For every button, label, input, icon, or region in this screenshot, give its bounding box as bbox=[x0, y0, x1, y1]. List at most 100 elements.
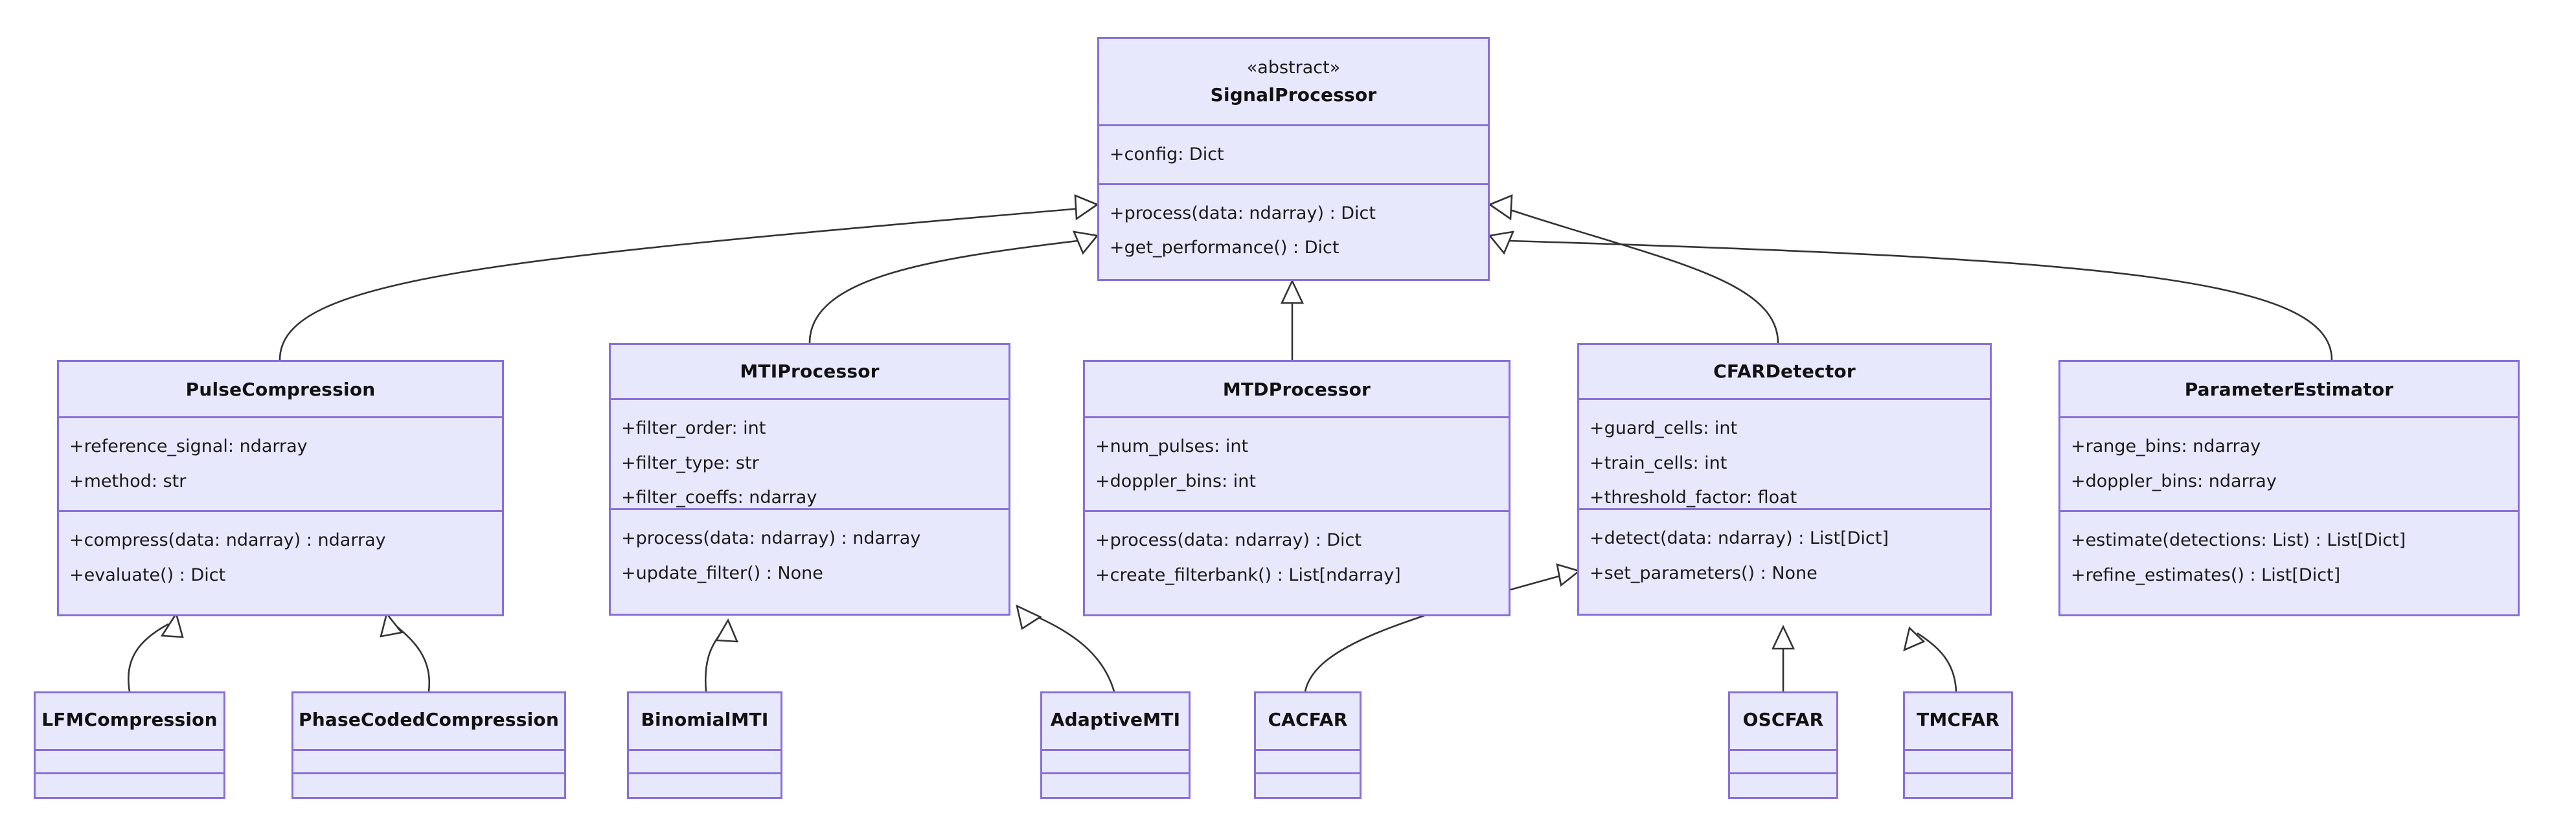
class-box-mtiprocessor[interactable]: MTIProcessor +filter_order: int +filter_… bbox=[609, 343, 1010, 616]
class-box-cacfar[interactable]: CACFAR bbox=[1254, 691, 1362, 799]
class-title-compartment: ParameterEstimator bbox=[2060, 362, 2518, 416]
class-attributes-compartment: +num_pulses: int +doppler_bins: int bbox=[1085, 416, 1509, 510]
class-attributes-compartment bbox=[1042, 749, 1189, 772]
class-methods-compartment: +process(data: ndarray) : Dict +get_perf… bbox=[1099, 183, 1488, 279]
class-name: BinomialMTI bbox=[641, 709, 769, 730]
class-name: TMCFAR bbox=[1917, 709, 2000, 730]
class-attribute: +doppler_bins: ndarray bbox=[2071, 471, 2277, 491]
class-methods-compartment bbox=[629, 772, 781, 797]
arrowhead-inheritance bbox=[1771, 624, 1795, 650]
class-box-oscfar[interactable]: OSCFAR bbox=[1728, 691, 1838, 799]
class-title-compartment: LFMCompression bbox=[36, 693, 223, 749]
class-methods-compartment: +detect(data: ndarray) : List[Dict] +set… bbox=[1579, 508, 1990, 614]
class-name: MTDProcessor bbox=[1222, 379, 1371, 400]
class-name: PhaseCodedCompression bbox=[299, 709, 559, 730]
class-method: +estimate(detections: List) : List[Dict] bbox=[2071, 530, 2406, 550]
arrowhead-inheritance bbox=[1280, 278, 1305, 304]
class-title-compartment: MTDProcessor bbox=[1085, 362, 1509, 416]
class-attribute: +method: str bbox=[69, 471, 187, 491]
edge-mtiprocessor-signalprocessor bbox=[808, 240, 1078, 344]
class-attributes-compartment bbox=[1730, 749, 1836, 772]
class-box-pulsecompression[interactable]: PulseCompression +reference_signal: ndar… bbox=[57, 360, 504, 616]
arrowhead-inheritance bbox=[160, 611, 184, 638]
class-methods-compartment bbox=[36, 772, 223, 797]
class-methods-compartment bbox=[1730, 772, 1836, 797]
class-methods-compartment bbox=[293, 772, 564, 797]
edge-tmcfar-cfardetector bbox=[1917, 632, 1957, 692]
class-method: +process(data: ndarray) : ndarray bbox=[621, 528, 921, 548]
class-attributes-compartment bbox=[1905, 749, 2011, 772]
class-methods-compartment bbox=[1905, 772, 2011, 797]
arrowhead-inheritance bbox=[380, 612, 404, 638]
class-methods-compartment: +process(data: ndarray) : Dict +create_f… bbox=[1085, 510, 1509, 614]
class-title-compartment: CACFAR bbox=[1256, 693, 1360, 749]
class-box-phasecodedcompression[interactable]: PhaseCodedCompression bbox=[291, 691, 566, 799]
class-method: +process(data: ndarray) : Dict bbox=[1110, 203, 1376, 223]
class-attributes-compartment bbox=[629, 749, 781, 772]
arrowhead-inheritance bbox=[714, 618, 739, 643]
edge-lfmcompression-pulsecompression bbox=[128, 623, 169, 692]
class-name: OSCFAR bbox=[1742, 709, 1824, 730]
class-box-cfardetector[interactable]: CFARDetector +guard_cells: int +train_ce… bbox=[1577, 343, 1992, 616]
edge-binomialmti-mtiprocessor bbox=[704, 629, 725, 692]
class-method: +update_filter() : None bbox=[621, 563, 823, 583]
class-name: ParameterEstimator bbox=[2184, 379, 2394, 400]
arrowhead-inheritance bbox=[1074, 194, 1099, 221]
arrowhead-inheritance bbox=[1016, 604, 1042, 631]
class-attribute: +filter_order: int bbox=[621, 418, 766, 438]
class-method: +evaluate() : Dict bbox=[69, 565, 226, 585]
class-box-mtdprocessor[interactable]: MTDProcessor +num_pulses: int +doppler_b… bbox=[1083, 360, 1510, 616]
class-methods-compartment bbox=[1256, 772, 1360, 797]
class-box-tmcfar[interactable]: TMCFAR bbox=[1903, 691, 2013, 799]
class-title-compartment: CFARDetector bbox=[1579, 345, 1990, 398]
edge-adaptivemti-mtiprocessor bbox=[1024, 610, 1115, 692]
edge-pulsecompression-signalprocessor bbox=[279, 207, 1081, 361]
arrowhead-inheritance bbox=[1556, 563, 1581, 587]
class-title-compartment: MTIProcessor bbox=[611, 345, 1009, 398]
class-title-compartment: OSCFAR bbox=[1730, 693, 1836, 749]
class-method: +set_parameters() : None bbox=[1590, 563, 1818, 583]
class-method: +refine_estimates() : List[Dict] bbox=[2071, 565, 2341, 585]
class-box-adaptivemti[interactable]: AdaptiveMTI bbox=[1040, 691, 1191, 799]
class-box-parameterestimator[interactable]: ParameterEstimator +range_bins: ndarray … bbox=[2058, 360, 2520, 616]
class-attributes-compartment bbox=[293, 749, 564, 772]
class-method: +get_performance() : Dict bbox=[1110, 238, 1339, 258]
class-methods-compartment: +estimate(detections: List) : List[Dict]… bbox=[2060, 510, 2518, 614]
class-attributes-compartment bbox=[36, 749, 223, 772]
class-title-compartment: BinomialMTI bbox=[629, 693, 781, 749]
class-attributes-compartment: +guard_cells: int +train_cells: int +thr… bbox=[1579, 398, 1990, 508]
class-box-binomialmti[interactable]: BinomialMTI bbox=[627, 691, 782, 799]
class-attribute: +threshold_factor: float bbox=[1590, 487, 1797, 508]
class-box-lfmcompression[interactable]: LFMCompression bbox=[34, 691, 225, 799]
arrowhead-inheritance bbox=[1903, 626, 1926, 652]
class-attribute: +filter_coeffs: ndarray bbox=[621, 487, 817, 508]
class-attribute: +reference_signal: ndarray bbox=[69, 436, 308, 456]
class-name: LFMCompression bbox=[41, 709, 218, 730]
class-box-signalprocessor[interactable]: «abstract» SignalProcessor +config: Dict… bbox=[1097, 37, 1490, 281]
class-title-compartment: «abstract» SignalProcessor bbox=[1099, 39, 1488, 124]
class-attribute: +range_bins: ndarray bbox=[2071, 436, 2261, 456]
class-method: +compress(data: ndarray) : ndarray bbox=[69, 530, 386, 550]
class-method: +process(data: ndarray) : Dict bbox=[1095, 530, 1362, 550]
class-name: CFARDetector bbox=[1713, 361, 1856, 382]
class-title-compartment: PhaseCodedCompression bbox=[293, 693, 564, 749]
edge-phasecodedcompression-pulsecompression bbox=[393, 623, 431, 692]
class-attribute: +train_cells: int bbox=[1590, 453, 1727, 473]
class-methods-compartment bbox=[1042, 772, 1189, 797]
class-attribute: +doppler_bins: int bbox=[1095, 471, 1256, 491]
class-attribute: +config: Dict bbox=[1110, 144, 1224, 164]
arrowhead-inheritance bbox=[1488, 230, 1515, 255]
class-title-compartment: TMCFAR bbox=[1905, 693, 2011, 749]
class-attributes-compartment bbox=[1256, 749, 1360, 772]
arrowhead-inheritance bbox=[1488, 194, 1513, 221]
class-title-compartment: AdaptiveMTI bbox=[1042, 693, 1189, 749]
class-stereotype: «abstract» bbox=[1246, 58, 1341, 78]
class-title-compartment: PulseCompression bbox=[59, 362, 502, 416]
class-attributes-compartment: +range_bins: ndarray +doppler_bins: ndar… bbox=[2060, 416, 2518, 510]
class-name: CACFAR bbox=[1268, 709, 1348, 730]
class-name: SignalProcessor bbox=[1210, 84, 1377, 106]
class-attribute: +guard_cells: int bbox=[1590, 418, 1738, 438]
class-methods-compartment: +compress(data: ndarray) : ndarray +eval… bbox=[59, 510, 502, 614]
class-methods-compartment: +process(data: ndarray) : ndarray +updat… bbox=[611, 508, 1009, 614]
